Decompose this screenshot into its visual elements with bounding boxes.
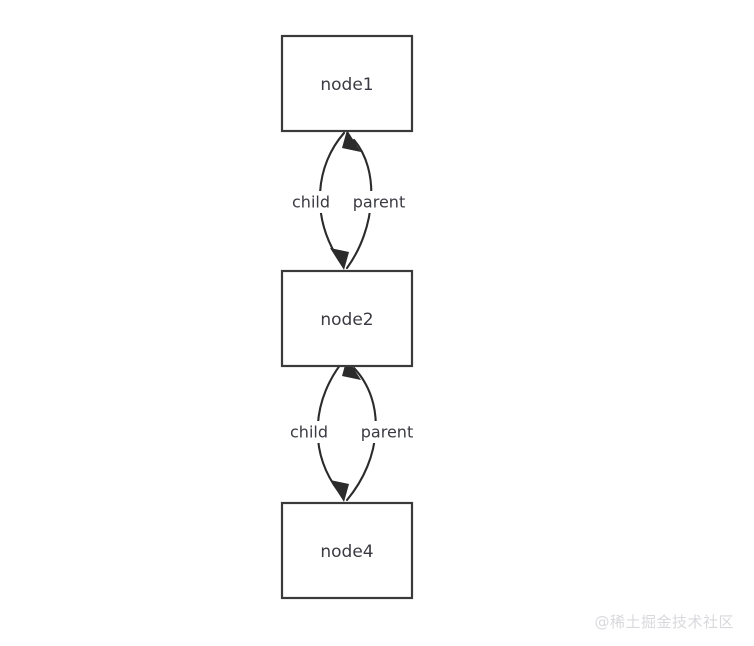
arrowhead-up-icon: [342, 130, 361, 152]
node-box-node1: [280, 34, 414, 133]
edge-label-parent-2: parent: [361, 423, 413, 442]
node-label-node4: node4: [320, 542, 373, 562]
node-box-node2: [280, 269, 414, 368]
node-label-node2: node2: [320, 310, 373, 330]
watermark-text: @稀土掘金技术社区: [594, 613, 734, 631]
edge-label-child-1: child: [292, 193, 330, 212]
arrowhead-down-icon: [330, 480, 349, 502]
node-node2[interactable]: node2: [280, 269, 414, 368]
edge-label-bg-child-1: [283, 191, 339, 213]
node-node1[interactable]: node1: [280, 34, 414, 133]
node-node4[interactable]: node4: [280, 501, 414, 600]
edge-label-bg-child-2: [281, 421, 337, 443]
arrowhead-down-icon: [330, 248, 349, 270]
node-box-node4: [280, 501, 414, 600]
edge-group-node2-node4: child parent: [281, 358, 420, 502]
edge-group-node1-node2: child parent: [283, 130, 413, 270]
edge-label-child-2: child: [290, 423, 328, 442]
edge-label-parent-1: parent: [353, 193, 405, 212]
edge-label-bg-parent-1: [347, 191, 413, 213]
edge-label-bg-parent-2: [354, 421, 420, 443]
node-label-node1: node1: [320, 75, 373, 95]
